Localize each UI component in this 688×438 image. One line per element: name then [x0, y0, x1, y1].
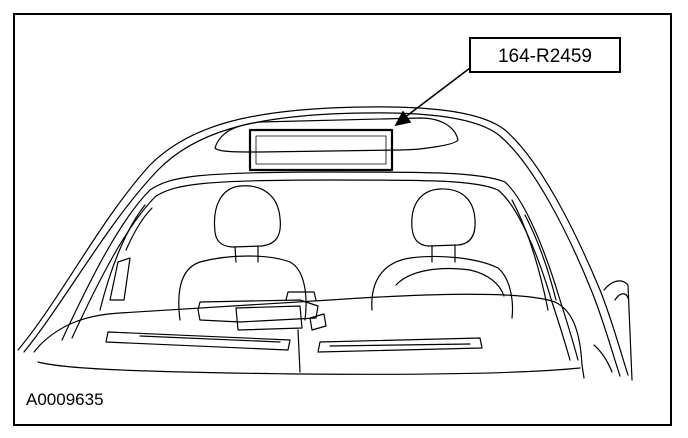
callout-box: [469, 37, 621, 73]
car-interior-illustration: [17, 106, 633, 381]
callout-leader: [394, 67, 471, 127]
highlighted-component: [248, 128, 394, 172]
figure-border: [13, 13, 672, 426]
callout-label: 164-R2459: [498, 46, 592, 67]
figure-id: A0009635: [26, 390, 104, 409]
